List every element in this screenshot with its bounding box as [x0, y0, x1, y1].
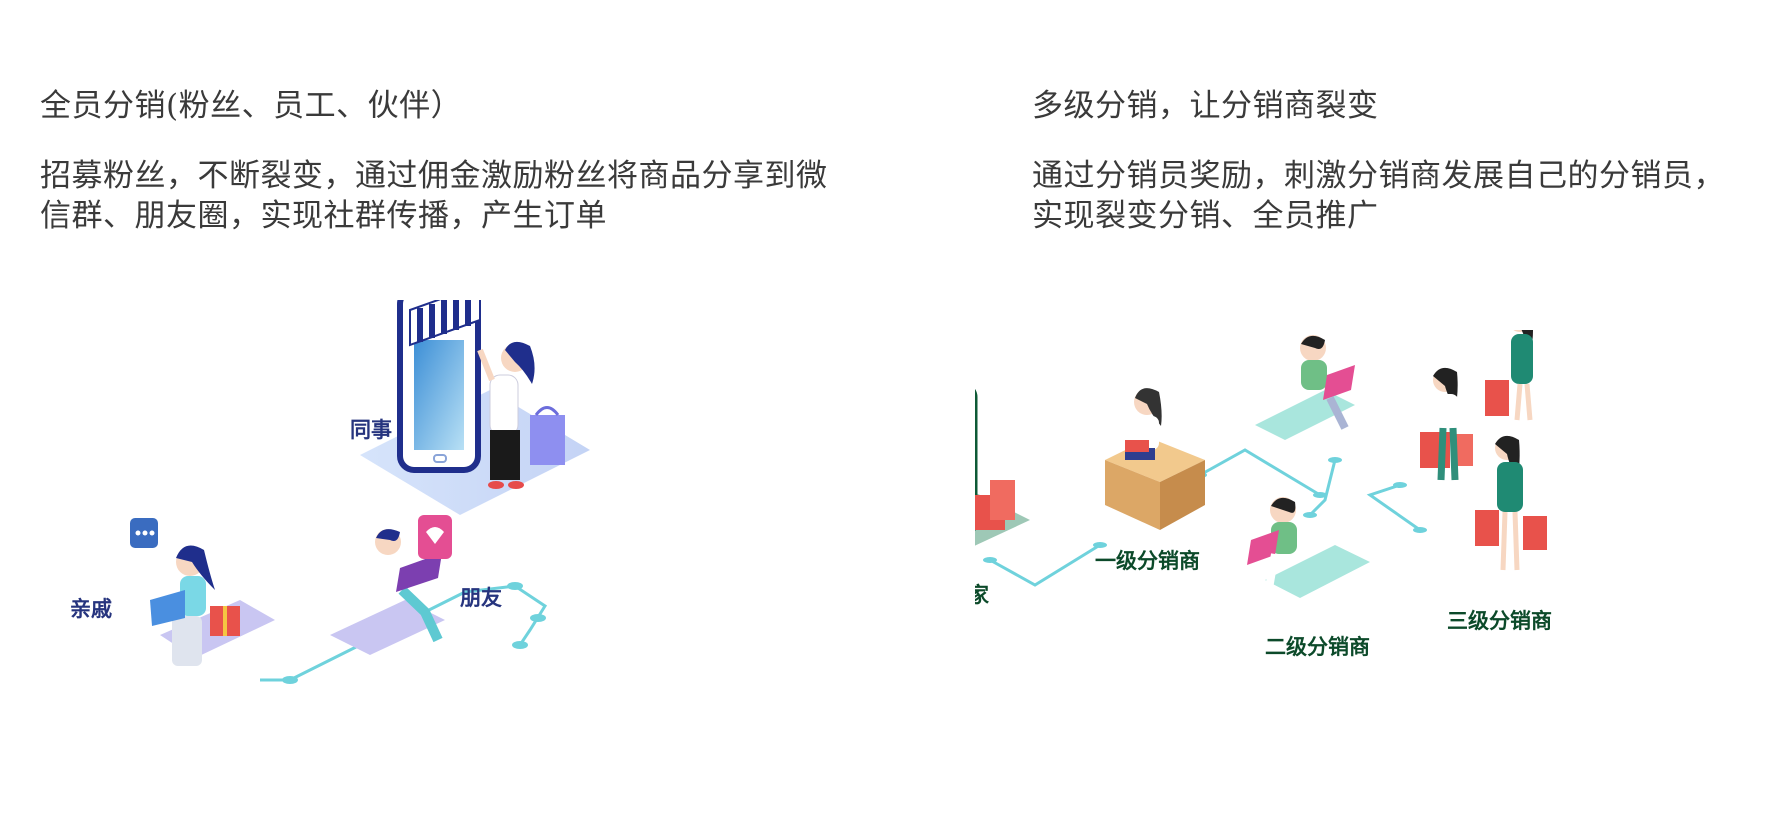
- awning-icon: [409, 300, 481, 347]
- label-level3: 三级分销商: [1447, 609, 1552, 633]
- description-line: 信群、朋友圈，实现社群传播，产生订单: [40, 198, 607, 234]
- fan-distribution-illustration: 同事 朋友 亲戚: [70, 300, 590, 684]
- description-line: 招募粉丝，不断裂变，通过佣金激励粉丝将商品分享到微: [40, 158, 828, 194]
- label-level1: 一级分销商: [1095, 549, 1200, 573]
- multi-level-illustration: 我是商家 一级分销商 二级分销商: [975, 330, 1552, 659]
- label-level2: 二级分销商: [1265, 635, 1370, 659]
- level3-distributor-figures: 三级分销商: [1420, 330, 1552, 633]
- merchant-figure: 我是商家: [975, 388, 1030, 607]
- description-line: 实现裂变分销、全员推广: [1032, 198, 1379, 234]
- connector-lines: [989, 448, 1421, 587]
- description-line: 通过分销员奖励，刺激分销商发展自己的分销员，: [1032, 158, 1725, 194]
- relative-figure: 亲戚: [70, 518, 275, 666]
- level1-distributor-figure: 一级分销商: [1095, 388, 1205, 573]
- label-friend: 朋友: [460, 586, 502, 610]
- colleague-figure: 同事: [350, 300, 590, 515]
- level2-distributor-upper: [1255, 335, 1355, 440]
- label-merchant: 我是商家: [975, 583, 990, 607]
- level2-distributor-lower: 二级分销商: [1247, 497, 1370, 659]
- heart-icon: [426, 527, 444, 544]
- friend-figure: 朋友: [330, 515, 502, 655]
- section-title: 多级分销，让分销商裂变: [1032, 88, 1379, 124]
- label-colleague: 同事: [350, 418, 392, 442]
- section-description: 招募粉丝，不断裂变，通过佣金激励粉丝将商品分享到微 信群、朋友圈，实现社群传播，…: [40, 156, 828, 236]
- label-relative: 亲戚: [70, 597, 112, 621]
- section-description: 通过分销员奖励，刺激分销商发展自己的分销员， 实现裂变分销、全员推广: [1032, 156, 1725, 236]
- section-title: 全员分销(粉丝、员工、伙伴）: [40, 88, 463, 124]
